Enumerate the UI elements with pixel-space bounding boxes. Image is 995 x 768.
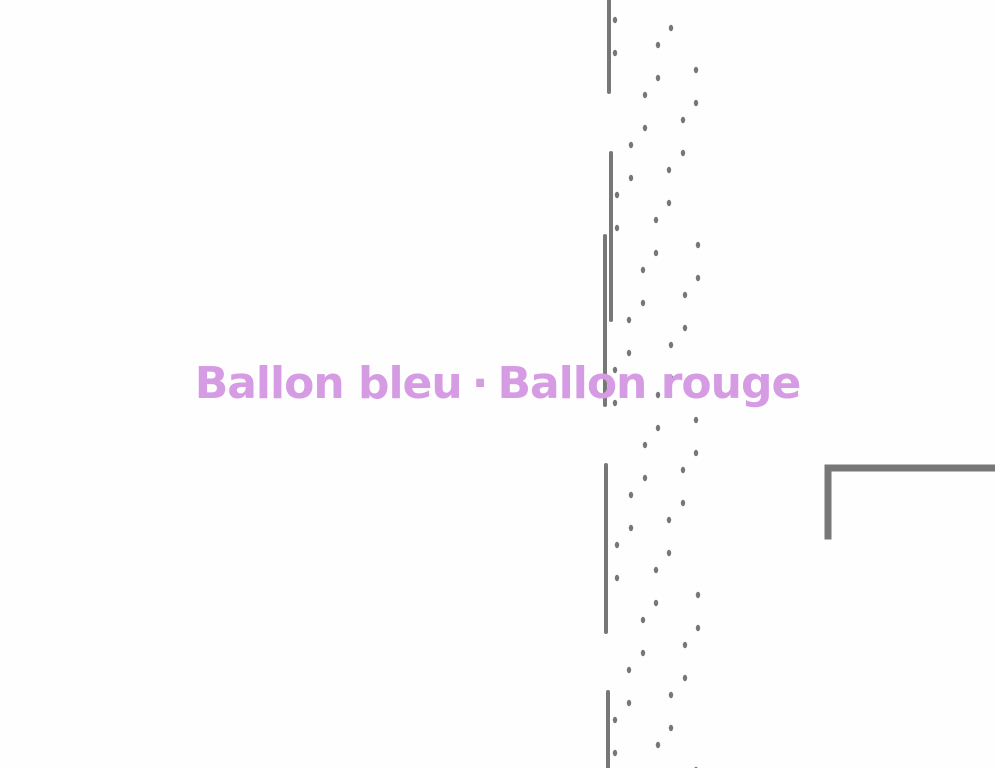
particle-dot <box>655 74 661 82</box>
particle-dot <box>655 424 661 432</box>
particle-dot <box>614 574 620 582</box>
particle-dot <box>695 274 701 282</box>
particle-dot <box>640 299 646 307</box>
particle-dot <box>695 241 701 249</box>
particle-dot <box>642 124 648 132</box>
particle-dot <box>693 449 699 457</box>
particle-dot <box>693 99 699 107</box>
corner-frame <box>824 464 995 540</box>
particle-dot <box>614 224 620 232</box>
particle-dot <box>640 266 646 274</box>
particle-dot <box>680 116 686 124</box>
particle-dot <box>628 524 634 532</box>
particle-dot <box>628 141 634 149</box>
particle-dot <box>655 741 661 749</box>
particle-dot <box>653 249 659 257</box>
particle-dot <box>655 391 661 399</box>
particle-dot <box>653 599 659 607</box>
particle-dot <box>682 324 688 332</box>
particle-dot <box>682 674 688 682</box>
particle-dot <box>668 724 674 732</box>
particle-dot <box>612 366 618 374</box>
particle-dot <box>668 341 674 349</box>
particle-dot <box>612 399 618 407</box>
particle-dot <box>695 624 701 632</box>
particle-dot <box>642 91 648 99</box>
particle-dot <box>642 441 648 449</box>
particle-dot <box>666 199 672 207</box>
particle-field <box>612 16 701 768</box>
particle-dot <box>612 49 618 57</box>
particle-dot <box>653 566 659 574</box>
particle-dot <box>682 291 688 299</box>
particle-dot <box>612 16 618 24</box>
particle-dot <box>640 616 646 624</box>
particle-dot <box>666 166 672 174</box>
particle-dot <box>626 699 632 707</box>
particle-dot <box>680 466 686 474</box>
particle-dot <box>653 216 659 224</box>
particle-dot <box>614 541 620 549</box>
particle-dot <box>695 591 701 599</box>
particle-dot <box>626 316 632 324</box>
particle-dot <box>614 191 620 199</box>
game-title: Ballon bleu·Ballon rouge <box>0 356 995 412</box>
particle-dot <box>682 641 688 649</box>
particle-dot <box>666 516 672 524</box>
wall-group <box>603 0 613 768</box>
title-separator: · <box>471 358 489 409</box>
particle-dot <box>612 749 618 757</box>
particle-dot <box>612 716 618 724</box>
particle-dot <box>668 691 674 699</box>
title-blue-balloon: Ballon bleu <box>194 358 463 409</box>
particle-dot <box>680 149 686 157</box>
title-red-balloon: Ballon rouge <box>497 358 801 409</box>
particle-dot <box>628 174 634 182</box>
particle-dot <box>642 474 648 482</box>
particle-dot <box>693 416 699 424</box>
particle-dot <box>655 41 661 49</box>
particle-dot <box>666 549 672 557</box>
particle-dot <box>626 349 632 357</box>
particle-dot <box>668 24 674 32</box>
particle-dot <box>640 649 646 657</box>
particle-dot <box>680 499 686 507</box>
particle-dot <box>628 491 634 499</box>
particle-dot <box>668 374 674 382</box>
particle-dot <box>626 666 632 674</box>
particle-dot <box>693 66 699 74</box>
